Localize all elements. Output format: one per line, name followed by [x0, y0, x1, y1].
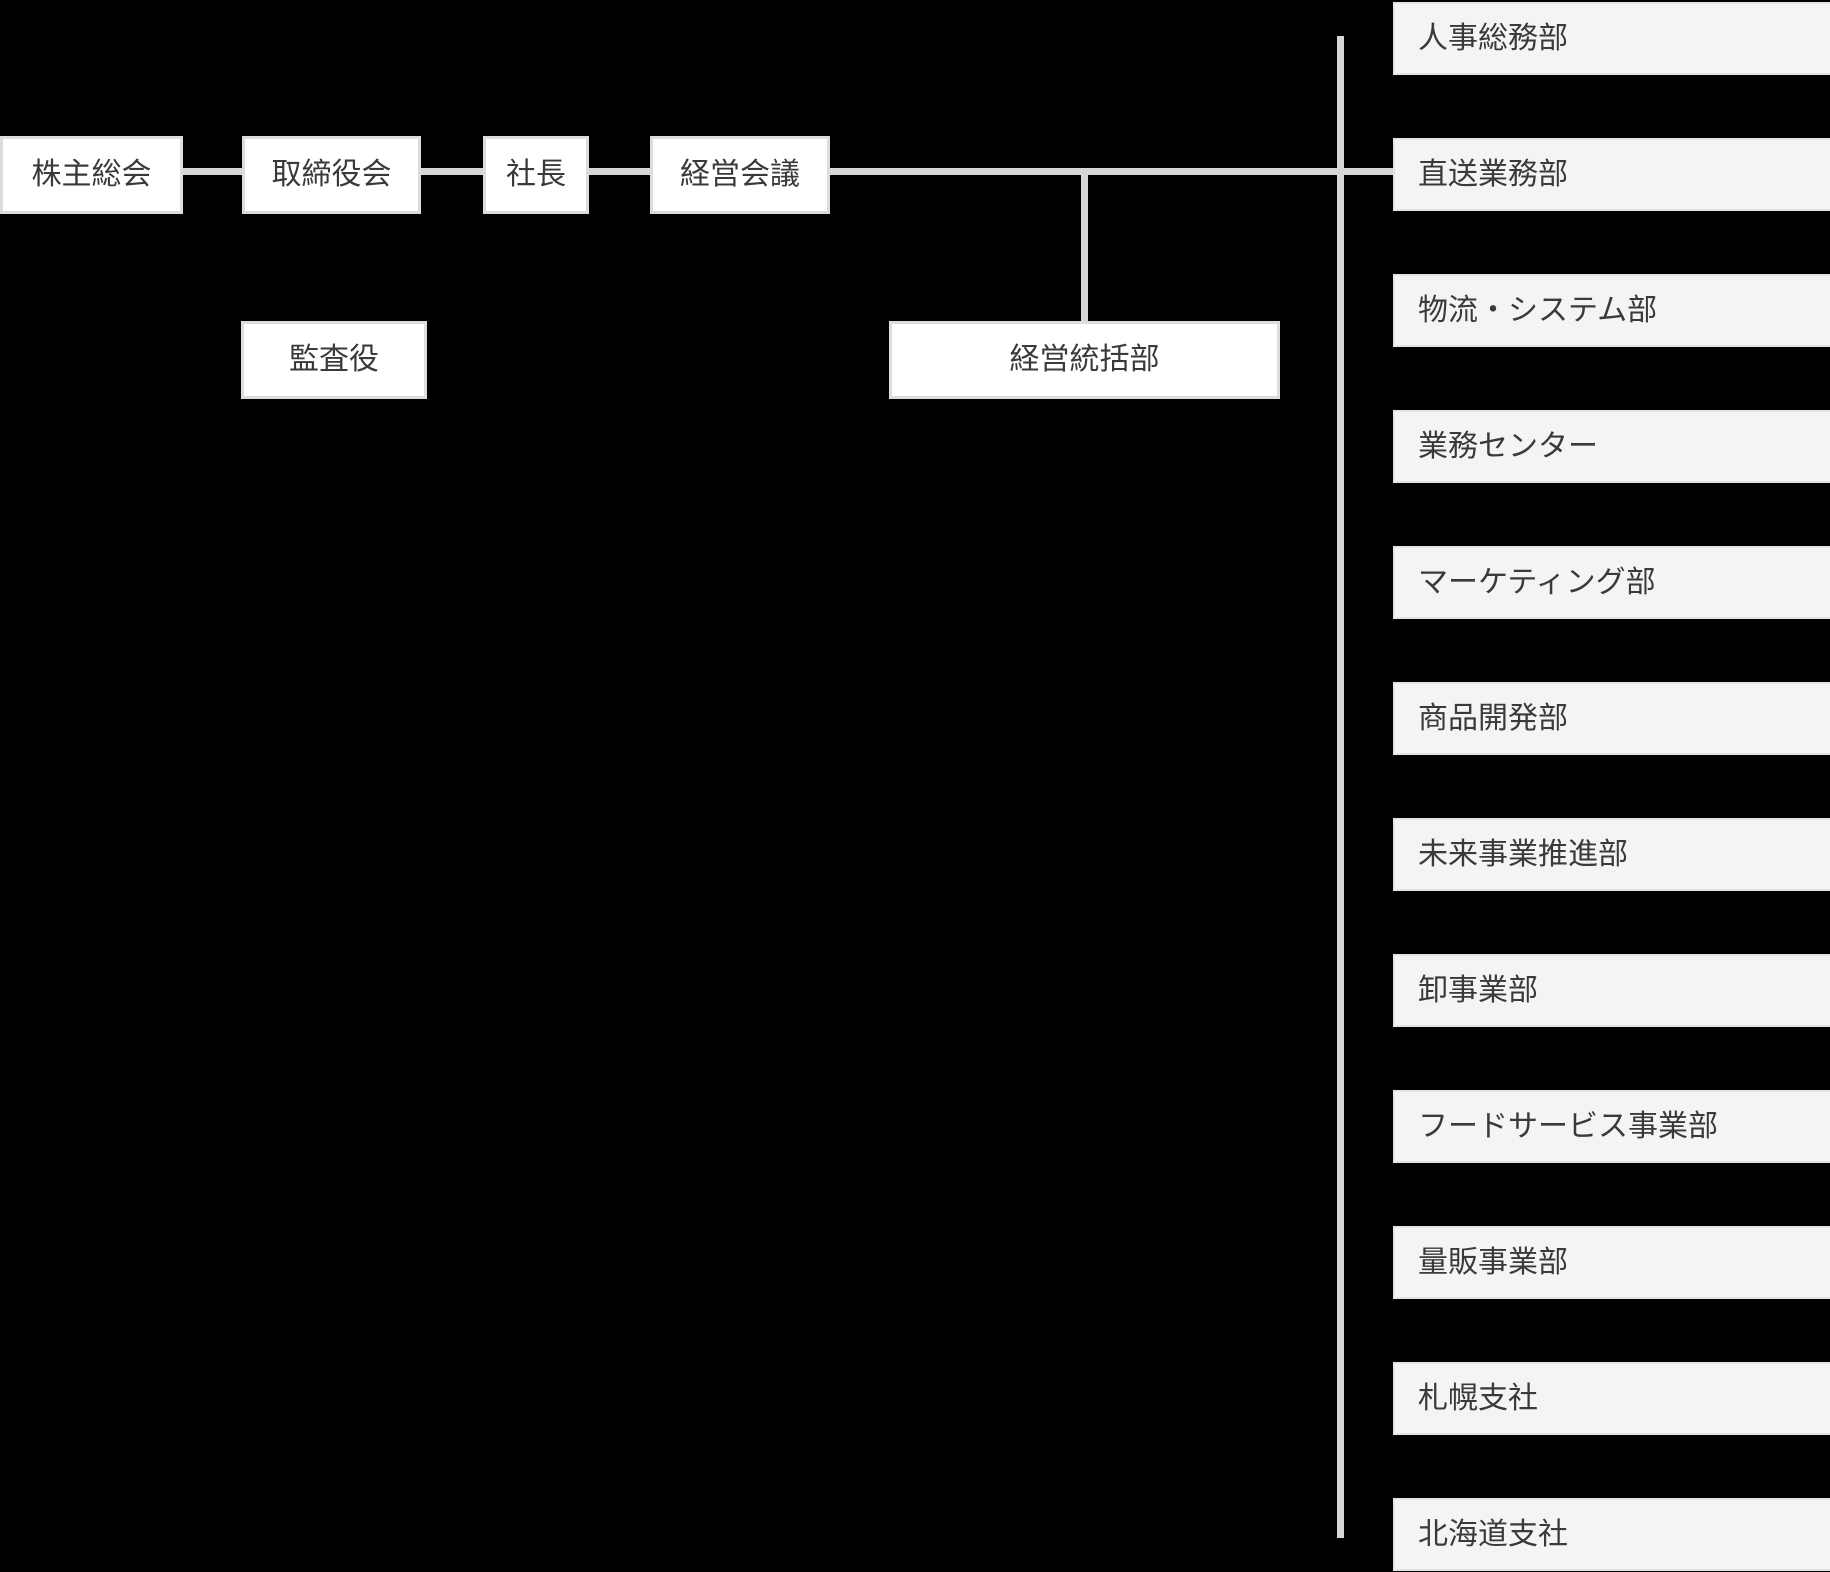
node-label: 経営会議: [680, 158, 800, 191]
node-label: 取締役会: [271, 158, 392, 191]
node-label: 社長: [506, 158, 566, 191]
department-label: 量販事業部: [1418, 1245, 1568, 1279]
department-label: フードサービス事業部: [1418, 1109, 1718, 1143]
node-management-meeting: 経営会議: [650, 136, 830, 214]
node-dept-marketing: マーケティング部: [1339, 546, 1830, 619]
node-dept-direct-shipping: 直送業務部: [1339, 138, 1830, 211]
node-dept-hokkaido-branch: 北海道支社: [1339, 1498, 1830, 1571]
node-board-of-directors: 取締役会: [242, 136, 421, 214]
node-auditor: 監査役: [241, 321, 427, 399]
connector-trunk: [1337, 36, 1344, 1538]
node-dept-future-business: 未来事業推進部: [1339, 818, 1830, 891]
department-label: 直送業務部: [1418, 157, 1568, 191]
node-dept-wholesale: 卸事業部: [1339, 954, 1830, 1027]
node-president: 社長: [483, 136, 589, 214]
node-label: 経営統括部: [1009, 343, 1160, 376]
department-label: 北海道支社: [1418, 1517, 1568, 1551]
node-shareholders-meeting: 株主総会: [0, 136, 183, 214]
node-label: 株主総会: [31, 158, 152, 191]
department-label: 業務センター: [1418, 429, 1598, 463]
node-dept-mass-retail: 量販事業部: [1339, 1226, 1830, 1299]
department-label: マーケティング部: [1418, 565, 1656, 599]
node-dept-hr-general-affairs: 人事総務部: [1339, 2, 1830, 75]
department-label: 札幌支社: [1418, 1381, 1538, 1415]
connector-meeting-to-trunk: [830, 168, 1393, 175]
department-column: 人事総務部 直送業務部 物流・システム部 業務センター マーケティング部 商品開…: [1339, 2, 1830, 1572]
node-management-control-dept: 経営統括部: [889, 321, 1280, 399]
node-dept-sapporo-branch: 札幌支社: [1339, 1362, 1830, 1435]
node-dept-logistics-systems: 物流・システム部: [1339, 274, 1830, 347]
connector-board-president: [421, 168, 483, 175]
connector-drop-management-control: [1081, 168, 1088, 321]
node-dept-operations-center: 業務センター: [1339, 410, 1830, 483]
department-label: 人事総務部: [1418, 21, 1568, 55]
department-label: 商品開発部: [1418, 701, 1568, 735]
department-label: 物流・システム部: [1418, 293, 1658, 327]
node-dept-food-service: フードサービス事業部: [1339, 1090, 1830, 1163]
department-label: 未来事業推進部: [1418, 837, 1628, 871]
department-label: 卸事業部: [1418, 973, 1538, 1007]
connector-president-meeting: [589, 168, 650, 175]
node-label: 監査役: [289, 343, 379, 376]
node-dept-product-development: 商品開発部: [1339, 682, 1830, 755]
connector-shareholders-board: [183, 168, 242, 175]
